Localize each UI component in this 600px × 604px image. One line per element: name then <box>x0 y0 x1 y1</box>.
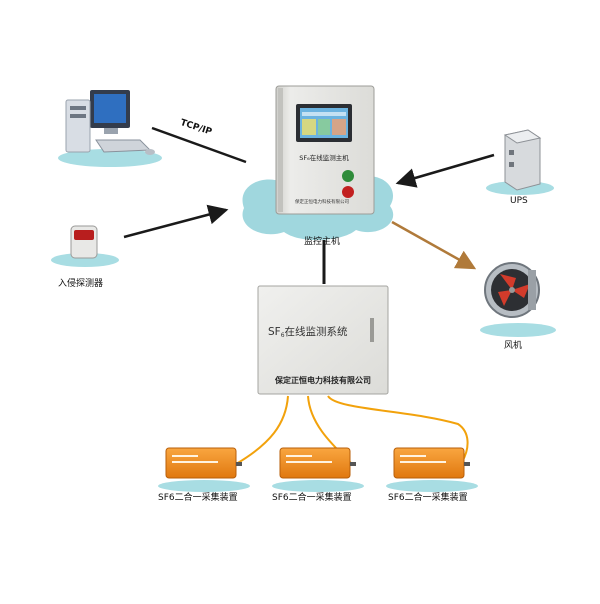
sensor-label-2: SF6二合一采集装置 <box>272 493 352 503</box>
sensor-device-3 <box>386 447 478 492</box>
computer-icon <box>58 90 162 167</box>
ups-to-host-arrow <box>395 153 495 188</box>
system-box <box>257 285 389 395</box>
system-box-company: 保定正恒电力科技有限公司 <box>274 375 371 385</box>
system-box-title-suffix: 在线监测系统 <box>285 325 348 338</box>
sensor-device-1 <box>158 447 250 492</box>
cable-3 <box>327 395 469 463</box>
fan-icon <box>480 262 556 337</box>
host-cabinet-company: 保定正恒电力科技有限公司 <box>295 198 349 205</box>
fan-label: 风机 <box>504 341 523 351</box>
intrusion-detector-icon <box>51 225 119 267</box>
cable-1 <box>235 395 289 465</box>
monitor-host-cabinet <box>275 85 375 215</box>
system-box-title-subscript: 6 <box>281 332 285 339</box>
sensor-label-1: SF6二合一采集装置 <box>158 493 238 503</box>
host-cabinet-title: SF₆在线监测主机 <box>299 153 349 162</box>
ups-icon <box>486 129 554 195</box>
monitor-host-label: 监控主机 <box>304 237 341 247</box>
sensor-device-2 <box>272 447 364 492</box>
computer-to-host-line <box>151 126 247 164</box>
detector-to-host-arrow <box>123 204 229 239</box>
sensor-label-3: SF6二合一采集装置 <box>388 493 468 503</box>
host-to-fan-arrow <box>391 220 477 270</box>
ups-label: UPS <box>510 196 528 206</box>
intrusion-detector-label: 入侵探测器 <box>58 279 104 289</box>
system-box-title-prefix: SF <box>268 326 281 338</box>
system-box-title: SF6在线监测系统 <box>268 325 348 339</box>
